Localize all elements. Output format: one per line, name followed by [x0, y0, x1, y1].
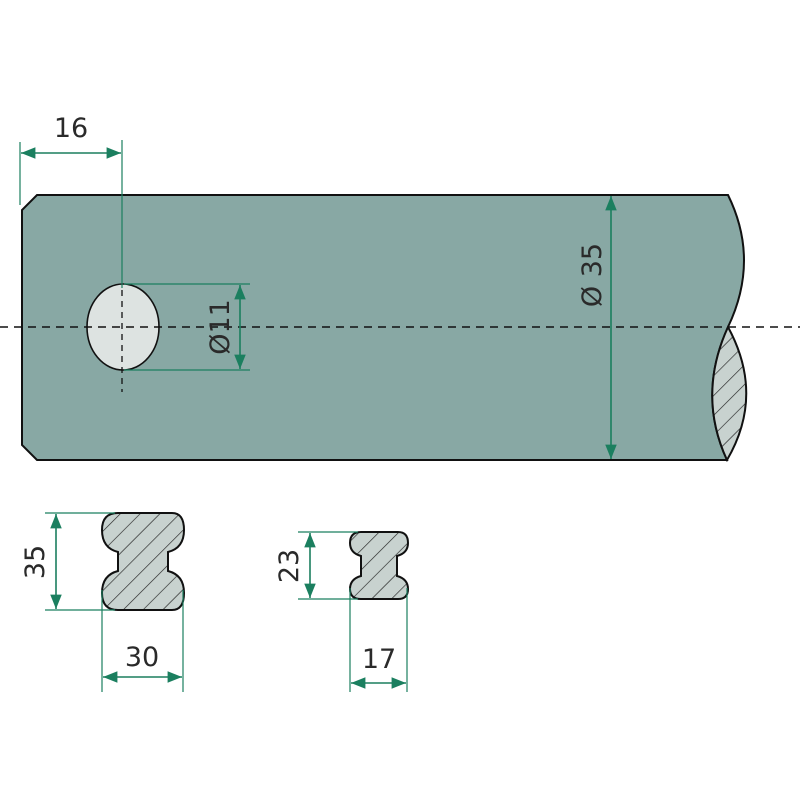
section1-width-label: 30	[125, 642, 159, 673]
pin-diameter-label: Ø 35	[577, 243, 608, 307]
break-section-hatch	[711, 324, 748, 463]
hole-offset-label: 16	[54, 113, 88, 144]
hole-diameter-label: Ø11	[205, 299, 236, 355]
section2-width-label: 17	[362, 644, 396, 675]
section1-height-label: 35	[20, 545, 51, 579]
section-large	[100, 512, 186, 611]
section2-height-label: 23	[274, 549, 305, 583]
cross-hole	[86, 283, 160, 371]
section-small	[348, 531, 410, 600]
